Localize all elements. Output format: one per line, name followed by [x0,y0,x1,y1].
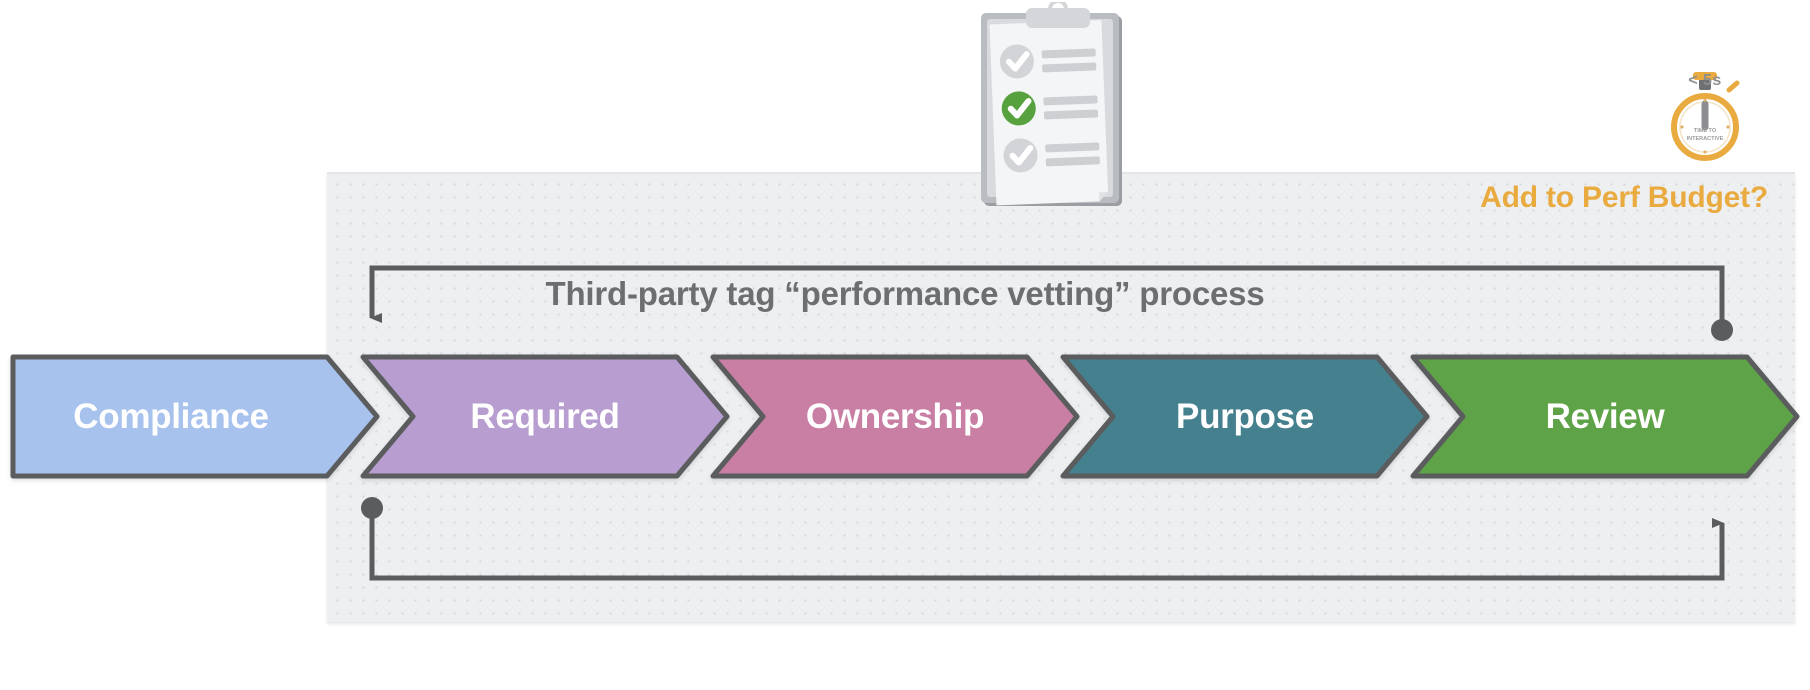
perf-budget-label: Add to Perf Budget? [1480,181,1768,214]
process-step-review[interactable]: Review [1410,354,1800,479]
stopwatch-icon: TIME TO INTERACTIVE [1655,62,1755,172]
stopwatch-metric-line2: INTERACTIVE [1687,136,1724,142]
stopwatch-metric-line1: TIME TO [1694,128,1717,134]
clipboard-icon [978,0,1138,224]
process-step-purpose[interactable]: Purpose [1060,354,1430,479]
process-step-compliance[interactable]: Compliance [10,354,380,479]
stopwatch-threshold-label: < 5s [1688,72,1722,89]
process-title: Third-party tag “performance vetting” pr… [545,275,1265,312]
process-step-ownership[interactable]: Ownership [710,354,1080,479]
process-step-row: Compliance Required Ownership Purpose Re [0,354,1810,479]
process-step-required[interactable]: Required [360,354,730,479]
